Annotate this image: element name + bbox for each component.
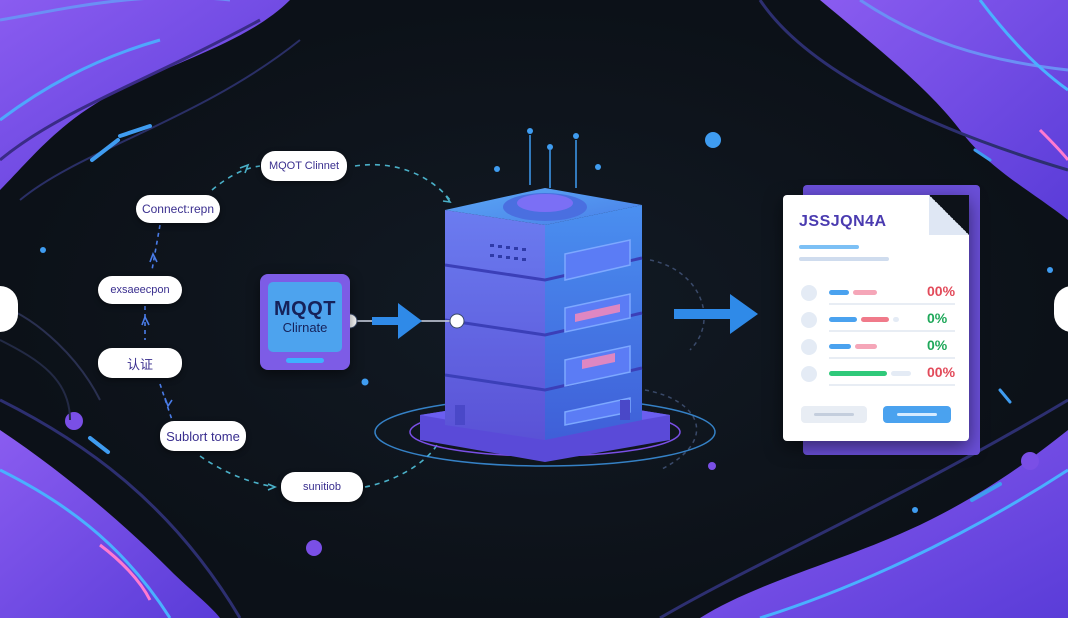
- blob-bottom-right: [700, 430, 1068, 618]
- document-secondary-button[interactable]: [801, 406, 867, 423]
- row-percent: 0%: [927, 337, 948, 353]
- document-row: 0%: [783, 337, 969, 361]
- label-connect: Connect:repn: [136, 195, 220, 223]
- row-bullet-icon: [801, 285, 817, 301]
- blob-bottom-left: [0, 430, 220, 618]
- mqtt-card-subtitle: Clirnate: [282, 320, 328, 335]
- label-mqtt-client: MQOT Clinnet: [261, 151, 347, 181]
- left-nav-circle-icon[interactable]: [0, 286, 18, 332]
- mqtt-card-bar: [286, 358, 324, 363]
- mqtt-card-title: MQQT: [274, 298, 336, 320]
- document-line: [799, 245, 859, 249]
- blob-top-right: [820, 0, 1068, 220]
- row-bullet-icon: [801, 312, 817, 328]
- row-bullet-icon: [801, 339, 817, 355]
- row-percent: 0%: [927, 310, 948, 326]
- mqtt-card-screen: MQQT Clirnate: [268, 282, 342, 352]
- mqtt-client-card: MQQT Clirnate: [260, 274, 350, 370]
- document-fold-corner: [929, 195, 969, 235]
- flow-arrow-connect-client: [211, 165, 261, 191]
- label-auth: 认证: [98, 348, 182, 378]
- label-sunitiob: sunitiob: [281, 472, 363, 502]
- document-line: [799, 257, 889, 261]
- row-percent: 00%: [927, 364, 956, 380]
- row-bullet-icon: [801, 366, 817, 382]
- right-nav-circle-icon[interactable]: [1054, 286, 1068, 332]
- document-primary-button[interactable]: [883, 406, 951, 423]
- label-exsaecpon: exsaeecpon: [98, 276, 182, 304]
- document-row: 00%: [783, 283, 969, 307]
- right-arrow-icon-2: [674, 294, 758, 334]
- row-percent: 00%: [927, 283, 956, 299]
- document-title: JSSJQN4A: [799, 213, 887, 230]
- blob-top-left: [0, 0, 290, 190]
- right-arrow-icon: [372, 303, 422, 339]
- server-stack-icon: [444, 128, 643, 440]
- document-row: 0%: [783, 310, 969, 334]
- document-row: 00%: [783, 364, 969, 388]
- label-sublort: Sublort tome: [160, 421, 246, 451]
- json-document-icon: JSSJQN4A 00% 0% 0%: [783, 195, 969, 441]
